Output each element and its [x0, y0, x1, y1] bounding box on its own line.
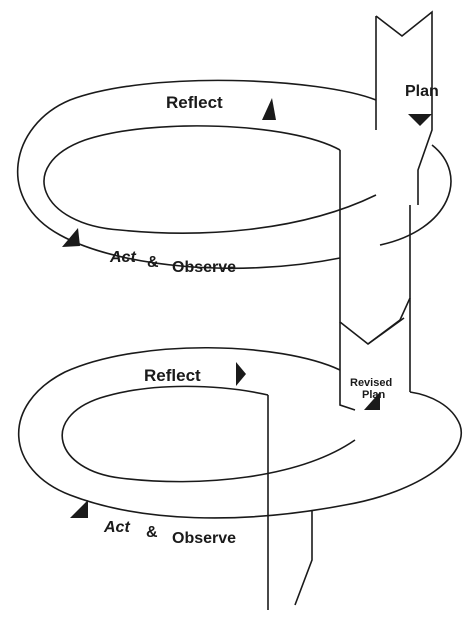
revised-label: Revised: [350, 377, 392, 389]
bottom-loop: [19, 348, 462, 610]
reflect-label-top: Reflect: [166, 93, 223, 112]
observe-label-top: Observe: [172, 259, 236, 276]
reflect-arrow-top-icon: [262, 98, 276, 120]
amp-label-bottom: &: [146, 524, 158, 541]
plan-arrow-icon: [408, 114, 432, 126]
plan-strip-top: [376, 12, 432, 205]
observe-label-bottom: Observe: [172, 530, 236, 547]
reflect-arrow-bottom-icon: [236, 362, 246, 386]
revised-plan-label: Plan: [362, 389, 386, 401]
plan-label: Plan: [405, 83, 439, 100]
act-observe-arrow-bottom-icon: [70, 500, 88, 518]
act-label-top: Act: [109, 249, 136, 266]
reflect-label-bottom: Reflect: [144, 366, 201, 385]
act-label-bottom: Act: [103, 519, 130, 536]
amp-label-top: &: [147, 254, 159, 271]
top-loop: [18, 80, 451, 268]
